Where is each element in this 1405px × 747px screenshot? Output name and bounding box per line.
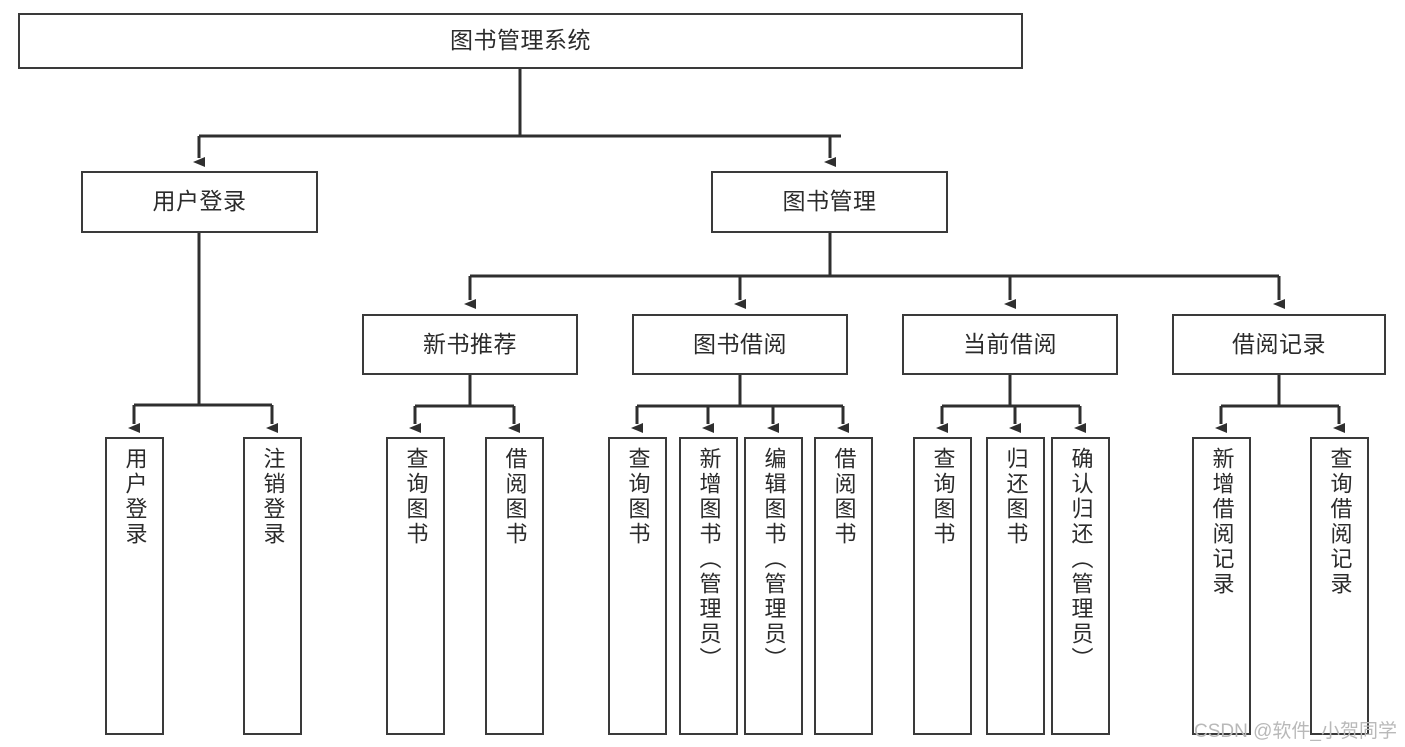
node-leaf-query-book-2-label: 查询图书 xyxy=(625,447,651,547)
node-book-management[interactable]: 图书管理 xyxy=(711,171,948,233)
node-leaf-add-book-admin[interactable]: 新增图书（管理员） xyxy=(679,437,738,735)
node-leaf-query-book-3[interactable]: 查询图书 xyxy=(913,437,972,735)
node-borrow-record[interactable]: 借阅记录 xyxy=(1172,314,1386,375)
node-root[interactable]: 图书管理系统 xyxy=(18,13,1023,69)
node-leaf-edit-book-admin[interactable]: 编辑图书（管理员） xyxy=(744,437,803,735)
node-leaf-borrow-book-1-label: 借阅图书 xyxy=(502,447,528,547)
node-leaf-user-login-label: 用户登录 xyxy=(122,447,148,547)
node-leaf-query-book-1-label: 查询图书 xyxy=(403,447,429,547)
node-leaf-user-logout[interactable]: 注销登录 xyxy=(243,437,302,735)
node-book-borrow[interactable]: 图书借阅 xyxy=(632,314,848,375)
node-leaf-add-borrow-record[interactable]: 新增借阅记录 xyxy=(1192,437,1251,735)
node-leaf-query-book-3-label: 查询图书 xyxy=(930,447,956,547)
node-root-label: 图书管理系统 xyxy=(450,27,591,54)
node-leaf-query-borrow-record-label: 查询借阅记录 xyxy=(1327,447,1353,597)
node-leaf-return-book[interactable]: 归还图书 xyxy=(986,437,1045,735)
node-leaf-user-logout-label: 注销登录 xyxy=(260,447,286,547)
node-leaf-confirm-return-admin-label: 确认归还（管理员） xyxy=(1068,447,1094,672)
node-book-borrow-label: 图书借阅 xyxy=(693,330,787,357)
node-leaf-borrow-book-1[interactable]: 借阅图书 xyxy=(485,437,544,735)
node-leaf-borrow-book-2-label: 借阅图书 xyxy=(831,447,857,547)
node-leaf-confirm-return-admin[interactable]: 确认归还（管理员） xyxy=(1051,437,1110,735)
node-new-book-recommend[interactable]: 新书推荐 xyxy=(362,314,578,375)
node-leaf-return-book-label: 归还图书 xyxy=(1003,447,1029,547)
node-borrow-record-label: 借阅记录 xyxy=(1232,330,1326,357)
node-user-login[interactable]: 用户登录 xyxy=(81,171,318,233)
csdn-watermark: CSDN @软件_小贺同学 xyxy=(1194,721,1397,742)
node-leaf-query-book-2[interactable]: 查询图书 xyxy=(608,437,667,735)
node-leaf-user-login[interactable]: 用户登录 xyxy=(105,437,164,735)
node-leaf-edit-book-admin-label: 编辑图书（管理员） xyxy=(761,447,787,672)
node-book-management-label: 图书管理 xyxy=(782,188,877,215)
node-new-book-recommend-label: 新书推荐 xyxy=(423,330,517,357)
node-current-borrow[interactable]: 当前借阅 xyxy=(902,314,1118,375)
node-leaf-query-borrow-record[interactable]: 查询借阅记录 xyxy=(1310,437,1369,735)
node-leaf-add-borrow-record-label: 新增借阅记录 xyxy=(1209,447,1235,597)
node-leaf-borrow-book-2[interactable]: 借阅图书 xyxy=(814,437,873,735)
node-current-borrow-label: 当前借阅 xyxy=(963,330,1057,357)
node-user-login-label: 用户登录 xyxy=(152,188,247,215)
node-leaf-query-book-1[interactable]: 查询图书 xyxy=(386,437,445,735)
node-leaf-add-book-admin-label: 新增图书（管理员） xyxy=(696,447,722,672)
